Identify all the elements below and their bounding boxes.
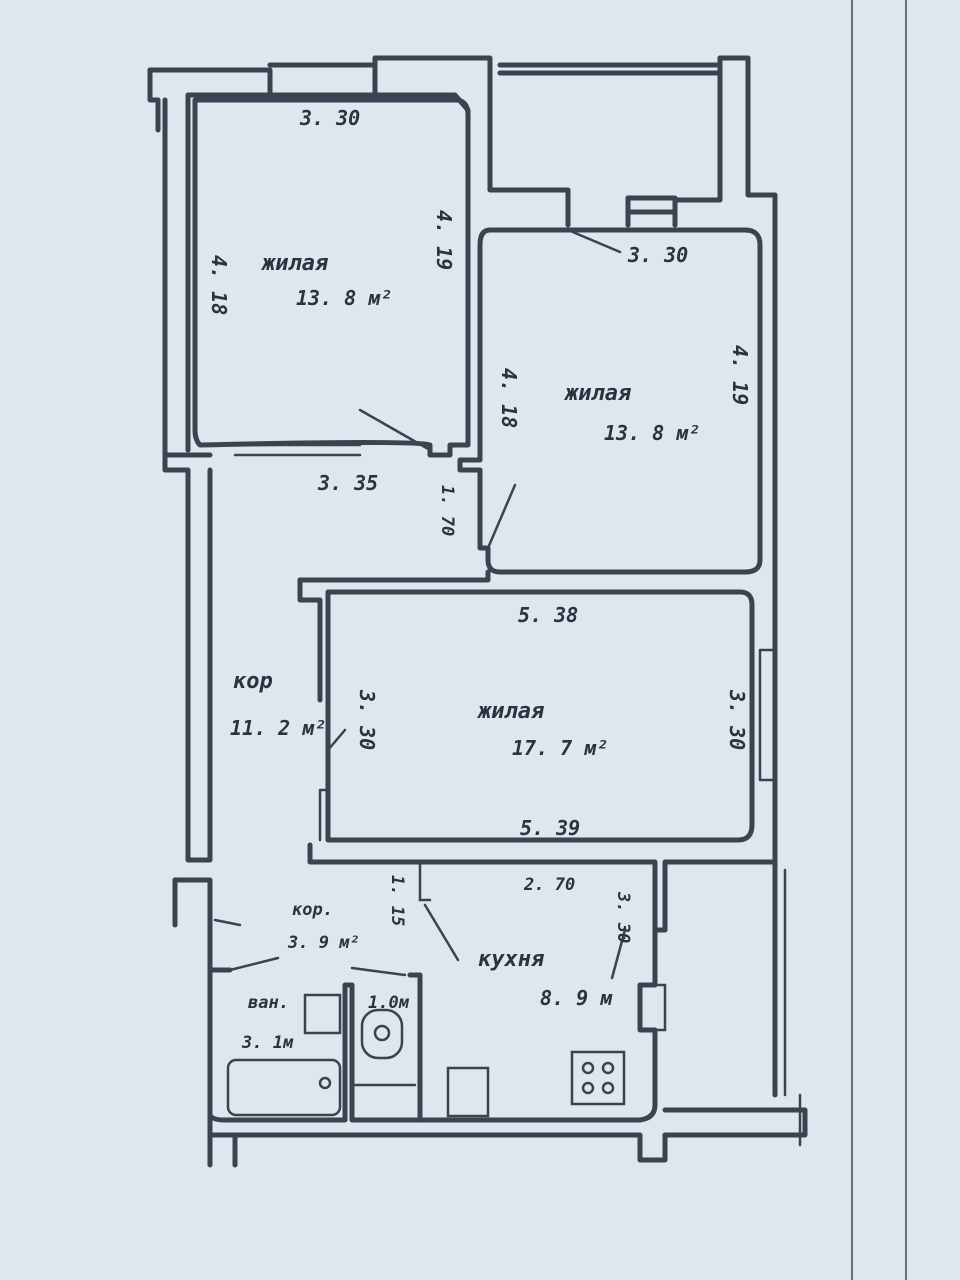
kitchen-label: кухня [478, 947, 545, 972]
room-1-label: жилая [260, 251, 329, 276]
bathroom-area: 3. 1м [241, 1033, 294, 1053]
room-2-dim-top: 3. 30 [627, 243, 688, 267]
passage-dim-2: 1. 15 [387, 875, 407, 926]
room-2-walls [457, 227, 763, 575]
room-1-dim-bottom: 3. 35 [317, 471, 378, 495]
room-3-dim-top: 5. 38 [518, 603, 578, 627]
room-3-dim-left: 3. 30 [355, 689, 379, 750]
room-1-area: 13. 8 м² [296, 286, 392, 310]
room-1-dim-top: 3. 30 [299, 106, 360, 130]
bathroom-label: ван. [248, 993, 289, 1013]
outer-walls [147, 55, 808, 1168]
room-3-dim-bottom: 5. 39 [520, 816, 580, 840]
kitchen-dim-top: 2. 70 [523, 875, 575, 895]
kitchen-dim-right: 3. 30 [613, 891, 633, 943]
corridor-2-area: 3. 9 м² [287, 933, 360, 953]
corridor-1-area: 11. 2 м² [230, 716, 326, 740]
room-1-walls [192, 97, 471, 458]
corridor-2-label: кор. [292, 900, 333, 920]
room-2-area: 13. 8 м² [604, 421, 700, 445]
room-1-dim-right: 4. 19 [432, 210, 456, 270]
room-2-label: жилая [563, 381, 632, 406]
service-rooms-walls [207, 860, 802, 1147]
kitchen-area: 8. 9 м [540, 986, 613, 1010]
toilet-area: 1.0м [368, 993, 410, 1013]
corridor-1-label: кор [233, 669, 273, 694]
room-1-dim-left: 4. 18 [207, 255, 231, 315]
room-3-dim-right: 3. 30 [725, 689, 749, 750]
room-3-label: жилая [476, 699, 545, 724]
room-2-dim-left: 4. 18 [497, 368, 521, 428]
room-3-area: 17. 7 м² [512, 736, 608, 760]
passage-dim: 1. 70 [437, 485, 457, 536]
room-2-dim-right: 4. 19 [728, 345, 752, 405]
